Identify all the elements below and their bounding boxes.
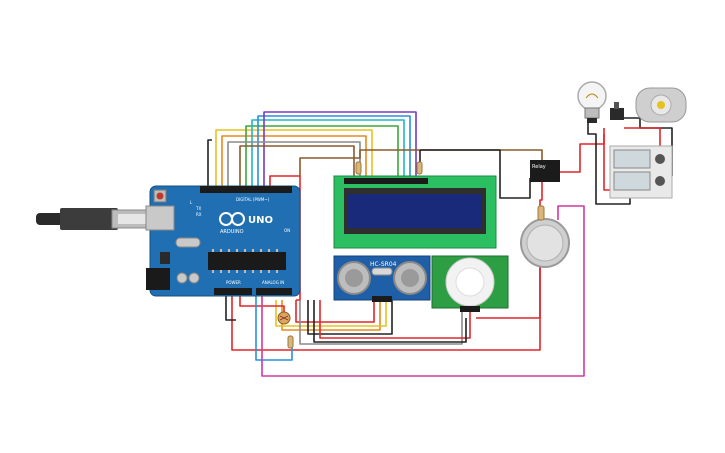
switch-icon [610,102,624,120]
wire-gas-pink [261,205,585,377]
wire-lcd-green [245,125,399,190]
wire-us-pir-red [476,266,541,319]
wire-black-top [207,139,212,190]
gas-sensor-icon [520,205,570,268]
wire-relay-brown [299,149,543,176]
relay-module: Relay [530,160,560,182]
wire-pir-red [319,300,471,339]
relay-label: Relay [532,164,546,170]
wire-ldr-blue [255,296,293,361]
wire-lcd-gray [227,141,361,190]
wire-lcd-purple [263,111,417,190]
arduino-analog-label: ANALOG IN [262,280,284,285]
wire-us-red [295,300,375,323]
pir-sensor [431,255,509,312]
arduino-power-label: POWER [226,280,241,285]
wire-lcd-cyan [251,119,405,190]
dc-motor-icon [635,87,687,123]
wire-bulb-black [587,118,631,205]
battery-pack-icon [609,145,673,199]
usb-cable-icon [36,208,153,230]
wire-lcd-orange [221,135,367,190]
ultrasonic-sensor: HC-SR04 [333,255,431,302]
lcd-display [333,175,497,249]
wire-lcd-brown [239,145,355,190]
photoresistor-icon [277,311,294,349]
arduino-on-label: ON [284,228,290,233]
wire-lcd-yellow [215,129,373,190]
wire-us-yellow [275,300,387,327]
wire-us-black [307,300,393,335]
arduino-digital-label: DIGITAL (PWM~) [236,197,270,202]
wire-power-black [225,296,236,321]
arduino-brand-label: ARDUINO [220,229,244,235]
arduino-uno-board: ARDUINO UNO DIGITAL (PWM~) TX RX L ON PO… [145,185,301,297]
wire-pir-black [313,300,467,343]
resistor-icon [355,161,423,175]
ultrasonic-label: HC-SR04 [370,261,397,268]
arduino-rx-label: RX [196,212,202,217]
wire-pir-gray [299,300,463,345]
arduino-l-label: L [190,200,193,205]
arduino-logo-icon [219,212,245,226]
arduino-tx-label: TX [195,206,201,211]
arduino-model-label: UNO [248,215,273,226]
wire-lcd-blue [257,115,411,190]
light-bulb-icon [577,81,607,123]
